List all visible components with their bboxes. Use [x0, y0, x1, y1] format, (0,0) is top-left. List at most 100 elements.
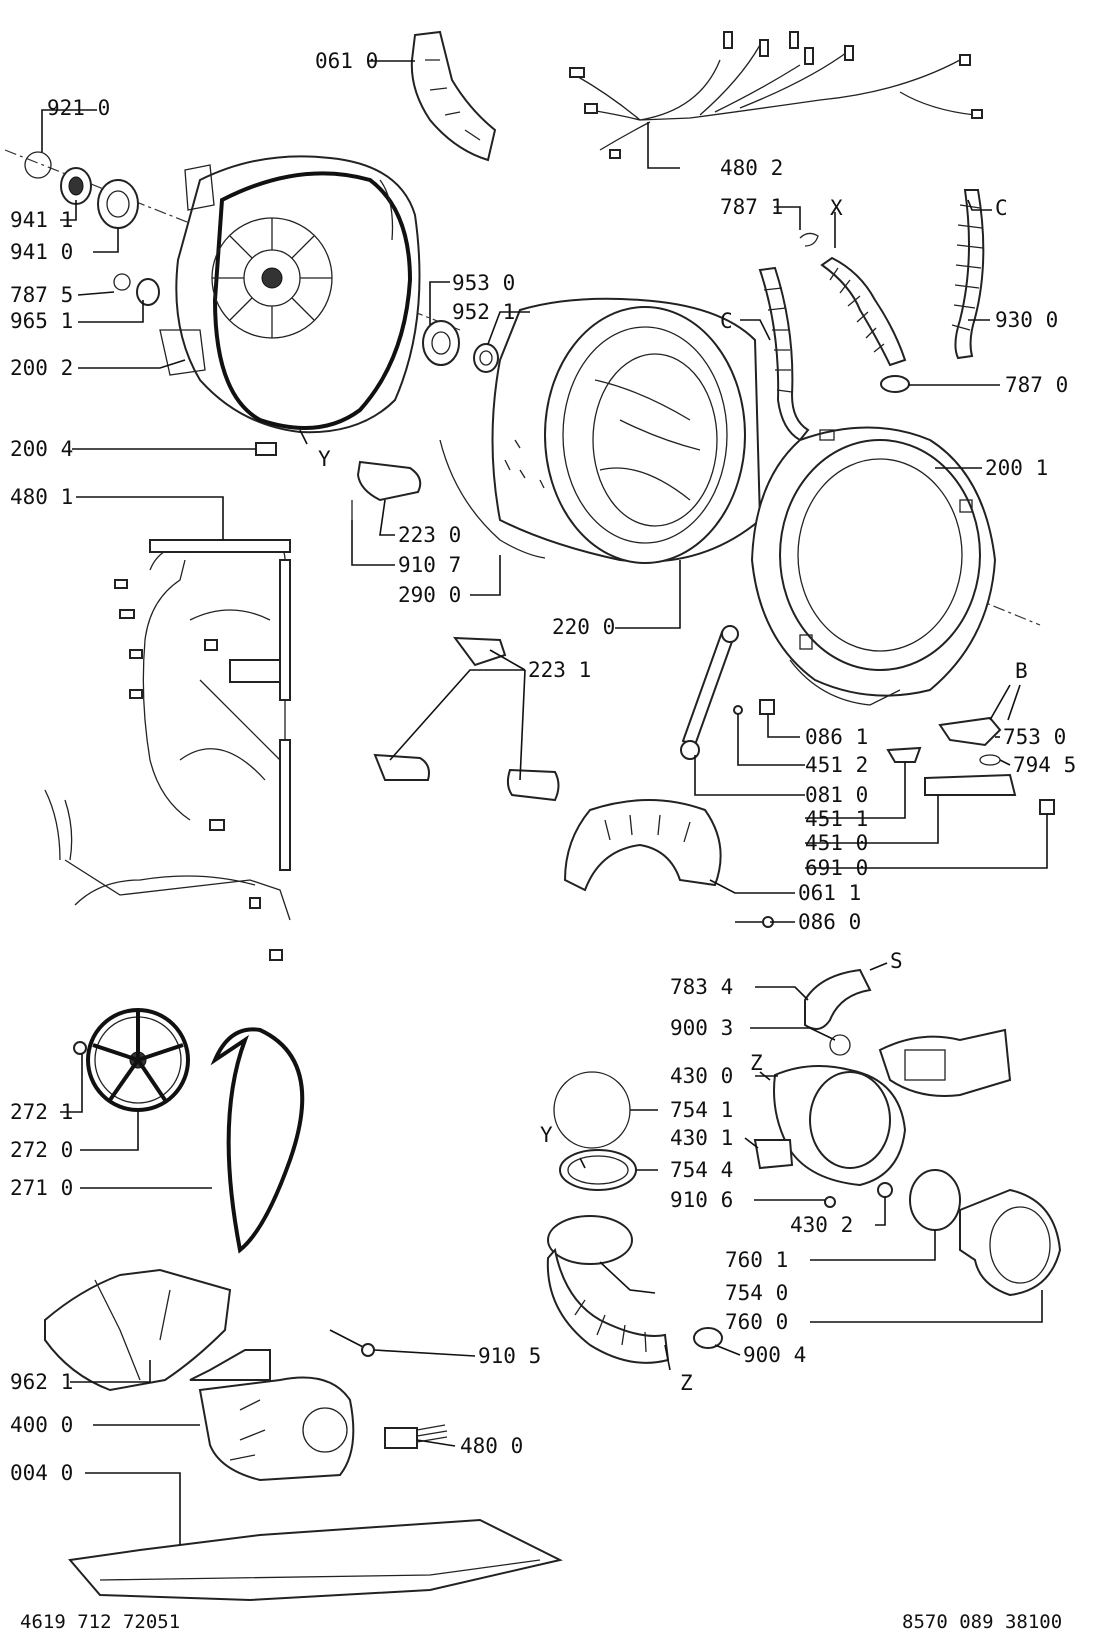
label-900-3: 900 3 [670, 1016, 733, 1040]
part-4512 [733, 705, 743, 715]
label-223-0: 223 0 [398, 523, 461, 547]
clamp-9003 [829, 1034, 851, 1056]
label-451-2: 451 2 [805, 753, 868, 777]
drum-gasket-2900 [439, 439, 546, 559]
label-430-1: 430 1 [670, 1126, 733, 1150]
label-081-0: 081 0 [805, 783, 868, 807]
label-451-1: 451 1 [805, 807, 868, 831]
drive-pulley-2720 [86, 1008, 190, 1112]
motor-shield-9621 [44, 1268, 232, 1392]
part-0861 [759, 699, 775, 715]
hose-x [820, 256, 910, 393]
sump-hose-7540 [546, 1215, 670, 1364]
label-200-2: 200 2 [10, 356, 73, 380]
label-754-4: 754 4 [670, 1158, 733, 1182]
label-783-4: 783 4 [670, 975, 733, 999]
part-4301 [753, 1139, 794, 1170]
nut-2721 [73, 1041, 87, 1055]
label-430-0: 430 0 [670, 1064, 733, 1088]
ring-7945 [979, 754, 1001, 766]
connection-markers: X C C Y B S Z Y Z [318, 196, 1028, 1395]
label-004-0: 004 0 [10, 1461, 73, 1485]
label-787-0: 787 0 [1005, 373, 1068, 397]
clamp-9004 [693, 1327, 723, 1349]
part-4511 [886, 746, 922, 763]
part-6910 [1039, 799, 1055, 815]
label-794-5: 794 5 [1013, 753, 1076, 777]
label-200-1: 200 1 [985, 456, 1048, 480]
marker-z-bottom: Z [680, 1371, 693, 1395]
label-910-6: 910 6 [670, 1188, 733, 1212]
label-086-1: 086 1 [805, 725, 868, 749]
footer-code-right: 8570 089 38100 [902, 1611, 1062, 1633]
label-272-1: 272 1 [10, 1100, 73, 1124]
paddle-2231-c [506, 768, 560, 802]
label-952-1: 952 1 [452, 300, 515, 324]
label-220-0: 220 0 [552, 615, 615, 639]
part-2004 [255, 442, 277, 456]
marker-y-top: Y [318, 447, 331, 471]
drum [491, 297, 762, 564]
base-tray-0040 [68, 1518, 563, 1602]
hose-9300 [951, 189, 985, 360]
marker-b: B [1015, 659, 1028, 683]
bolt-9105-head [361, 1343, 375, 1357]
part-7530 [938, 716, 1002, 747]
part-4302 [877, 1182, 893, 1198]
label-223-1: 223 1 [528, 658, 591, 682]
label-271-0: 271 0 [10, 1176, 73, 1200]
bearing-9411 [60, 167, 92, 205]
label-941-1: 941 1 [10, 208, 73, 232]
label-921-0: 921 0 [47, 96, 110, 120]
label-451-0: 451 0 [805, 831, 868, 855]
paddle-2231-b [373, 753, 430, 781]
disc-7541 [553, 1071, 631, 1149]
seal-9530 [422, 320, 460, 366]
paddle-2231-a [452, 636, 507, 667]
label-480-2: 480 2 [720, 156, 783, 180]
label-061-1: 061 1 [798, 881, 861, 905]
upper-wiring-harness [569, 31, 983, 159]
label-941-0: 941 0 [10, 240, 73, 264]
clamp-7875 [113, 273, 131, 291]
label-930-0: 930 0 [995, 308, 1058, 332]
label-754-1: 754 1 [670, 1098, 733, 1122]
label-754-0: 754 0 [725, 1281, 788, 1305]
drive-belt-2710 [210, 1027, 305, 1254]
label-061-0: 061 0 [315, 49, 378, 73]
label-910-7: 910 7 [398, 553, 461, 577]
hose-c-middle [758, 266, 810, 442]
footer-code-left: 4619 712 72051 [20, 1611, 180, 1633]
marker-z-top: Z [750, 1051, 763, 1075]
marker-s: S [890, 949, 903, 973]
counterweight-lower [563, 799, 722, 892]
label-900-4: 900 4 [743, 1343, 806, 1367]
main-wiring-harness [44, 539, 291, 961]
label-910-5: 910 5 [478, 1344, 541, 1368]
bush-9651 [136, 278, 160, 306]
marker-y-bottom: Y [540, 1123, 553, 1147]
label-953-0: 953 0 [452, 271, 515, 295]
gasket-7544 [559, 1149, 637, 1191]
part-labels: 061 0 921 0 480 2 941 1 941 0 787 1 787 … [10, 49, 1076, 1485]
label-430-2: 430 2 [790, 1213, 853, 1237]
label-760-0: 760 0 [725, 1310, 788, 1334]
base-tray-edge [99, 1559, 541, 1581]
bearing-9410 [97, 179, 139, 229]
label-290-0: 290 0 [398, 583, 461, 607]
ring-9521 [473, 343, 499, 373]
label-691-0: 691 0 [805, 856, 868, 880]
label-272-0: 272 0 [10, 1138, 73, 1162]
label-962-1: 962 1 [10, 1370, 73, 1394]
front-tub-half [750, 426, 997, 706]
label-787-1: 787 1 [720, 195, 783, 219]
counterweight-upper [410, 30, 497, 162]
filter-cap-7600 [959, 1188, 1062, 1297]
seal-7601 [909, 1169, 961, 1231]
marker-x: X [830, 196, 843, 220]
label-480-1: 480 1 [10, 485, 73, 509]
label-965-1: 965 1 [10, 309, 73, 333]
heater-4510 [924, 773, 1017, 796]
circlip-9210 [24, 151, 52, 179]
